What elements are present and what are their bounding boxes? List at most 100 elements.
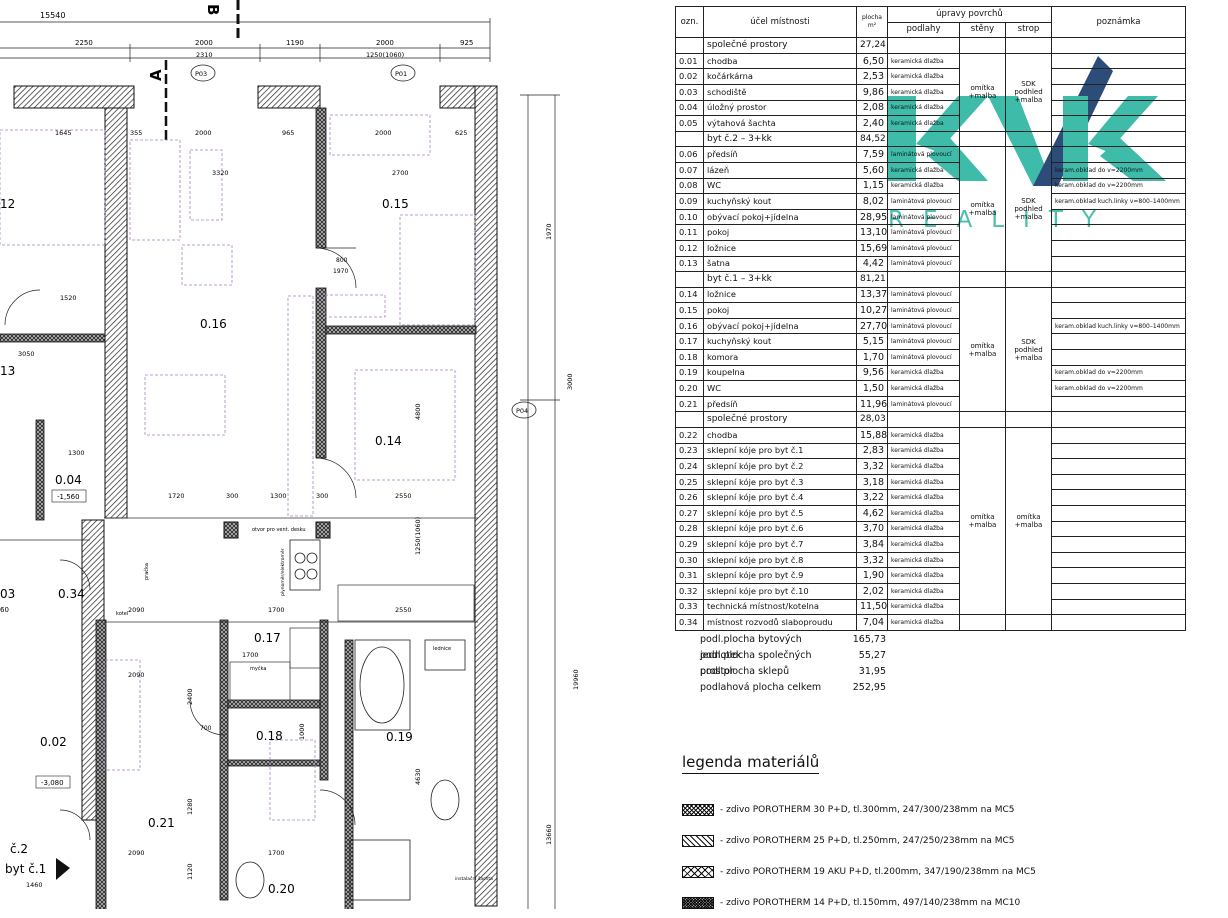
- cell-purpose: sklepní kóje pro byt č.6: [703, 520, 857, 538]
- room-label: 0.14: [375, 434, 402, 448]
- cell-purpose: sklepní kóje pro byt č.7: [703, 536, 857, 553]
- cell-note: [1051, 208, 1186, 226]
- cell-area: 1,15: [856, 177, 888, 195]
- cell-code: 0.21: [675, 395, 704, 413]
- cell-walls: [959, 271, 1006, 288]
- cell-floor: keramická dlažba: [887, 52, 960, 70]
- furniture: [0, 114, 476, 821]
- cell-code: 0.29: [675, 536, 704, 553]
- cell-purpose: pokoj: [703, 224, 857, 241]
- cell-area: 1,50: [856, 380, 888, 397]
- cell-code: 0.31: [675, 567, 704, 584]
- dim-label: 2090: [128, 606, 145, 614]
- cell-note: keram.obklad do v=2200mm: [1051, 380, 1186, 397]
- cell-purpose: WC: [703, 380, 857, 397]
- cell-area: 11,50: [856, 598, 888, 616]
- cell-floor: laminátová plovoucí: [887, 146, 960, 163]
- total-label: podlahová plocha celkem: [700, 682, 822, 693]
- col-code: ozn.: [675, 5, 704, 39]
- cell-floor: keramická dlažba: [887, 505, 960, 522]
- cell-floor: [887, 271, 960, 288]
- cell-ceiling: omítka +malba: [1005, 427, 1052, 616]
- cell-purpose: chodba: [703, 52, 857, 70]
- swatch-icon: [682, 865, 714, 878]
- cell-floor: keramická dlažba: [887, 83, 960, 101]
- cell-area: 13,10: [856, 224, 888, 241]
- cell-code: 0.17: [675, 333, 704, 351]
- cell-note: [1051, 115, 1186, 132]
- cell-purpose: schodiště: [703, 83, 857, 101]
- cell-note: [1051, 286, 1186, 304]
- cell-ceiling: [1005, 37, 1052, 54]
- cell-note: [1051, 224, 1186, 241]
- cell-floor: keramická dlažba: [887, 567, 960, 584]
- cell-note: [1051, 582, 1186, 600]
- cell-purpose: společné prostory: [703, 411, 857, 429]
- cell-code: 0.16: [675, 317, 704, 335]
- cell-area: 7,04: [856, 614, 888, 631]
- cell-note: keram.obklad kuch.linky v=800–1400mm: [1051, 317, 1186, 335]
- note-label: kotel: [116, 611, 128, 617]
- cell-area: 3,22: [856, 489, 888, 506]
- cell-ceiling: SDK podhled +malba: [1005, 52, 1052, 132]
- cell-ceiling: [1005, 614, 1052, 631]
- note-label: myčka: [250, 665, 266, 672]
- cell-note: [1051, 427, 1186, 444]
- room-label: 0.17: [254, 631, 281, 645]
- legend-item: - zdivo POROTHERM 14 P+D, tl.150mm, 497/…: [682, 887, 1102, 918]
- cell-code: 0.10: [675, 208, 704, 226]
- cell-area: 84,52: [856, 130, 888, 148]
- cell-area: 8,02: [856, 193, 888, 210]
- bathtub: [235, 539, 466, 901]
- note-label: plynoměr/elektroměr: [279, 548, 286, 596]
- cell-area: 9,56: [856, 364, 888, 382]
- cell-code: 0.28: [675, 520, 704, 538]
- swatch-icon: [682, 896, 714, 909]
- cell-area: 1,70: [856, 349, 888, 366]
- cell-ceiling: SDK podhled +malba: [1005, 146, 1052, 273]
- cell-note: [1051, 489, 1186, 506]
- dim-top-5: 925: [460, 39, 473, 47]
- cell-code: 0.14: [675, 286, 704, 304]
- cell-code: 0.01: [675, 52, 704, 70]
- cell-walls: [959, 614, 1006, 631]
- dim-label: 4630: [414, 768, 422, 785]
- col-ceiling: strop: [1005, 21, 1052, 39]
- cell-walls: [959, 411, 1006, 429]
- cell-area: 4,42: [856, 255, 888, 273]
- cell-area: 9,86: [856, 83, 888, 101]
- cell-note: [1051, 551, 1186, 569]
- dim-label: 1645: [55, 129, 72, 137]
- cell-walls: [959, 37, 1006, 54]
- cell-note: keram.obklad do v=2200mm: [1051, 177, 1186, 195]
- cell-code: 0.25: [675, 473, 704, 491]
- dim-label: 2000: [195, 129, 212, 137]
- cell-ceiling: SDK podhled +malba: [1005, 286, 1052, 413]
- cell-area: 11,96: [856, 395, 888, 413]
- cell-floor: keramická dlažba: [887, 489, 960, 506]
- room-label: 0.02: [40, 735, 67, 749]
- cell-purpose: technická místnost/kotelna: [703, 598, 857, 616]
- dim-label: 2550: [395, 606, 412, 614]
- cell-floor: keramická dlažba: [887, 364, 960, 382]
- cell-floor: keramická dlažba: [887, 614, 960, 631]
- cell-floor: keramická dlažba: [887, 536, 960, 553]
- cell-note: [1051, 458, 1186, 475]
- cell-area: 3,32: [856, 551, 888, 569]
- cell-area: 10,27: [856, 302, 888, 319]
- col-floor: podlahy: [887, 21, 960, 39]
- cell-note: [1051, 614, 1186, 631]
- cell-floor: keramická dlažba: [887, 582, 960, 600]
- cell-floor: laminátová plovoucí: [887, 193, 960, 210]
- cell-code: 0.19: [675, 364, 704, 382]
